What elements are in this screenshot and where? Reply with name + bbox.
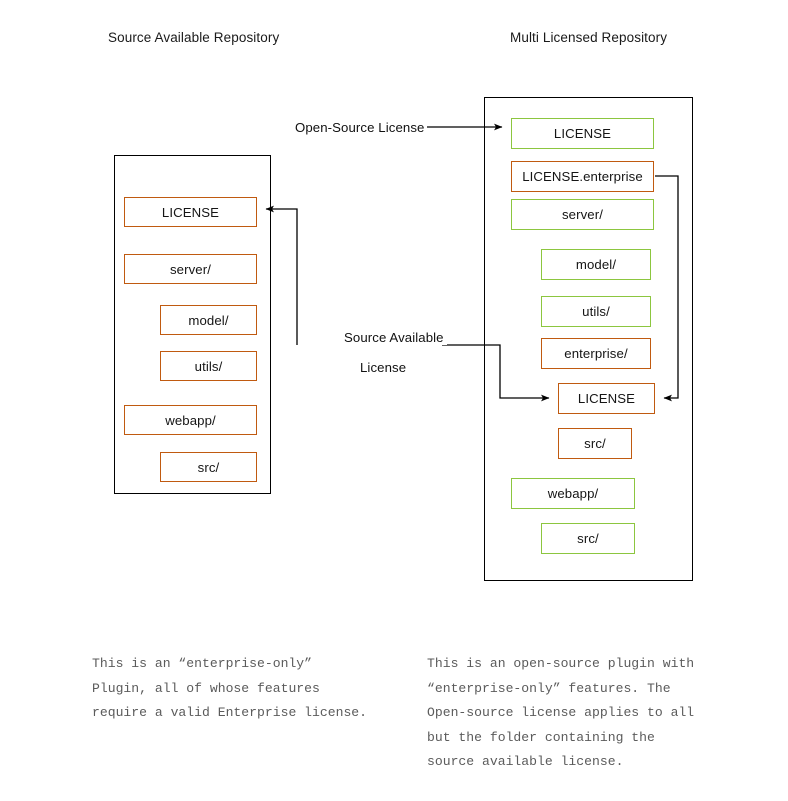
right-node-enterprise-license[interactable]: LICENSE [558,383,655,414]
right-node-license[interactable]: LICENSE [511,118,654,149]
left-node-license[interactable]: LICENSE [124,197,257,227]
right-repo-title: Multi Licensed Repository [510,30,668,45]
left-node-utils[interactable]: utils/ [160,351,257,381]
right-node-license-enterprise[interactable]: LICENSE.enterprise [511,161,654,192]
left-node-src[interactable]: src/ [160,452,257,482]
right-caption: This is an open-source plugin with “ente… [427,656,695,769]
right-node-server[interactable]: server/ [511,199,654,230]
right-node-webapp-src[interactable]: src/ [541,523,635,554]
right-node-webapp[interactable]: webapp/ [511,478,635,509]
label-source-available-license-line2: License [357,360,410,375]
right-repo-container [484,97,693,581]
left-node-webapp[interactable]: webapp/ [124,405,257,435]
label-open-source-license: Open-Source License [292,120,428,135]
label-source-available-license-line1: Source Available [341,330,447,345]
left-node-model[interactable]: model/ [160,305,257,335]
left-repo-title: Source Available Repository [108,30,280,45]
right-node-model[interactable]: model/ [541,249,651,280]
left-node-server[interactable]: server/ [124,254,257,284]
left-caption: This is an “enter​prise-only” Plugin, al… [92,656,368,720]
right-node-utils[interactable]: utils/ [541,296,651,327]
right-node-enterprise-src[interactable]: src/ [558,428,632,459]
right-node-enterprise[interactable]: enterprise/ [541,338,651,369]
